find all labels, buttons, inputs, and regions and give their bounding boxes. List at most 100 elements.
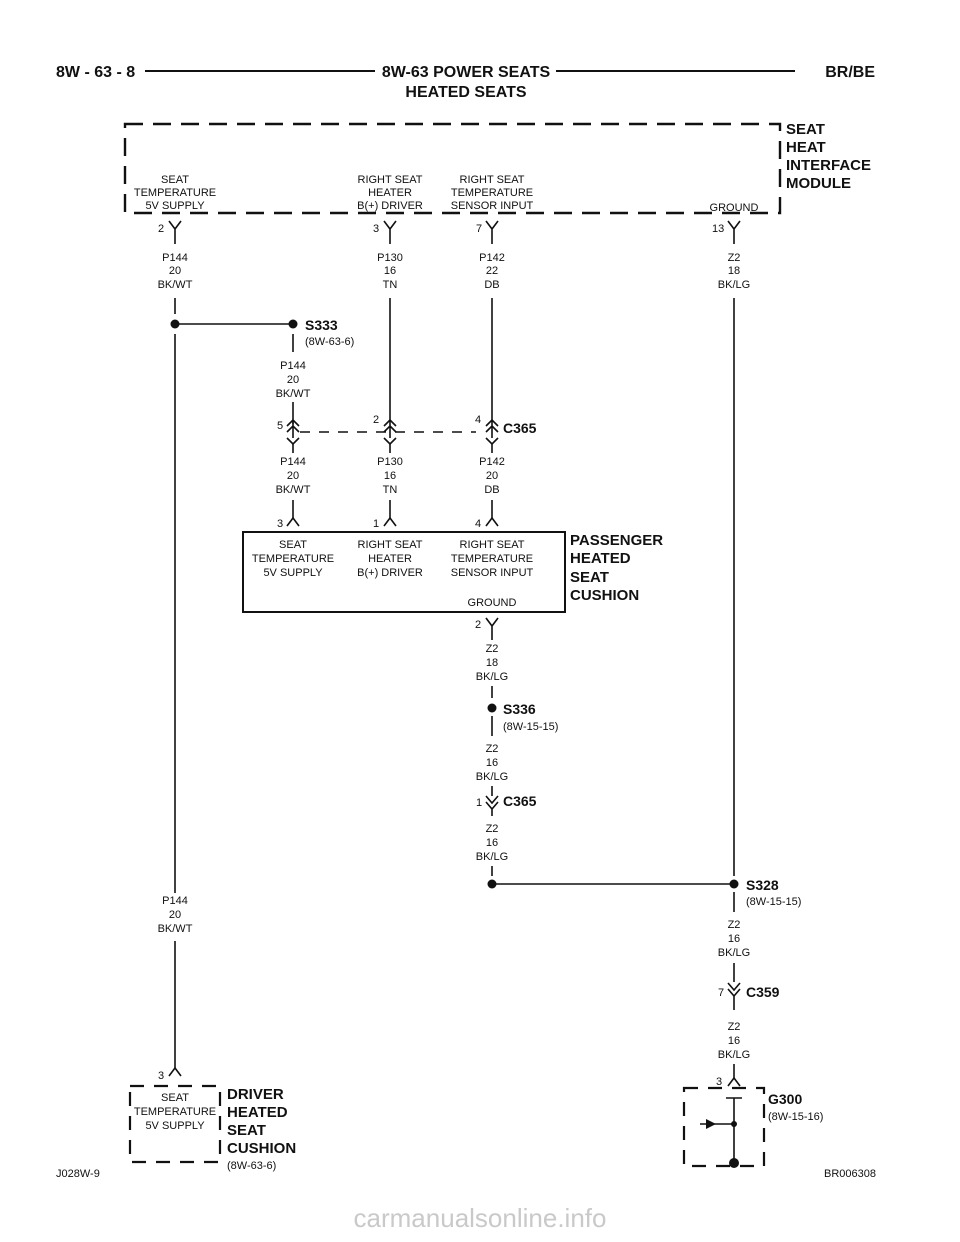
seat-heat-interface-module: SEAT HEAT INTERFACE MODULE SEAT TEMPERAT… [123, 121, 871, 215]
wire-label: 16 [384, 265, 396, 277]
wire-label: BK/WT [276, 388, 311, 400]
module-name-line: INTERFACE [786, 157, 871, 174]
wire-label: TN [383, 279, 398, 291]
connector-pin: 7 [718, 987, 724, 999]
ground-g300-ref: (8W-15-16) [768, 1111, 823, 1123]
wire-label: P144 [162, 895, 188, 907]
pin-label: SENSOR INPUT [451, 200, 534, 212]
wire-label: 18 [486, 657, 498, 669]
page-title-line1: 8W-63 POWER SEATS [382, 64, 551, 81]
wire-label: P130 [377, 252, 403, 264]
connector-pin: 5 [277, 420, 283, 432]
model-code: BR/BE [825, 64, 875, 81]
wire-label: 16 [486, 837, 498, 849]
pin-label: TEMPERATURE [252, 553, 334, 565]
pin-label: RIGHT SEAT [460, 174, 525, 186]
wire-label: BK/LG [476, 771, 508, 783]
passenger-heated-seat-cushion: PASSENGER HEATED SEAT CUSHION SEAT TEMPE… [242, 531, 663, 613]
wire-label: TN [383, 484, 398, 496]
splice-s336-ref: (8W-15-15) [503, 721, 558, 733]
wire-label: Z2 [486, 743, 499, 755]
wire-label: BK/WT [276, 484, 311, 496]
module-name-line: DRIVER [227, 1086, 284, 1103]
pin-label: SEAT [161, 1092, 189, 1104]
wire-label: 20 [287, 470, 299, 482]
ground-g300-name: G300 [768, 1091, 802, 1107]
splice-s328-dot [729, 879, 739, 889]
wire-label: Z2 [728, 919, 741, 931]
pin-number: 7 [476, 223, 482, 235]
mid-wire-labels: P144 20 BK/WT P130 16 TN P142 20 DB [276, 444, 505, 518]
connector-pin: 1 [476, 797, 482, 809]
interface-pins: 2 3 7 13 [158, 220, 741, 244]
wire-label: Z2 [728, 1021, 741, 1033]
splice-s333-ref: (8W-63-6) [305, 336, 354, 348]
driver-ref: (8W-63-6) [227, 1160, 276, 1172]
pin-label: HEATER [368, 187, 412, 199]
pin-label: GROUND [468, 597, 517, 609]
pin-label: TEMPERATURE [134, 187, 216, 199]
watermark: carmanualsonline.info [353, 1203, 607, 1233]
wire-label: P142 [479, 456, 505, 468]
pin-label: SEAT [161, 174, 189, 186]
wire-label: 20 [169, 265, 181, 277]
wire-label: 20 [486, 470, 498, 482]
page-title-line2: HEATED SEATS [405, 84, 527, 101]
connector-c365-name: C365 [503, 420, 537, 436]
wire-label: 16 [728, 933, 740, 945]
pin-number: 3 [158, 1070, 164, 1082]
module-name-line: SEAT [227, 1122, 266, 1139]
pin-label: HEATER [368, 553, 412, 565]
wire-label: 16 [728, 1035, 740, 1047]
splice-s333-name: S333 [305, 317, 338, 333]
driver-heated-seat-cushion: 3 SEAT TEMPERATURE 5V SUPPLY DRIVER HEAT… [128, 1066, 296, 1172]
module-name-line: CUSHION [570, 587, 639, 604]
pin-label: SENSOR INPUT [451, 567, 534, 579]
wire-label: DB [484, 279, 499, 291]
wire-label: P144 [280, 456, 306, 468]
wire-label: 20 [287, 374, 299, 386]
splice-s328-name: S328 [746, 877, 779, 893]
connector-pin: 2 [373, 414, 379, 426]
pin-number: 3 [716, 1076, 722, 1088]
pin-label: TEMPERATURE [134, 1106, 216, 1118]
wire-label: Z2 [486, 643, 499, 655]
wire-label: 16 [384, 470, 396, 482]
wire-label: BK/LG [718, 279, 750, 291]
pin-label: RIGHT SEAT [358, 539, 423, 551]
passenger-pins: 3 1 4 [277, 516, 499, 530]
splice-s336-dot [487, 703, 497, 713]
top-wire-labels: P144 20 BK/WT P130 16 TN P142 22 DB Z2 1… [158, 252, 751, 291]
pin-label: B(+) DRIVER [357, 200, 423, 212]
arrow-icon [706, 1119, 716, 1129]
module-name-line: MODULE [786, 175, 851, 192]
pin-number: 3 [373, 223, 379, 235]
wire-label: P144 [162, 252, 188, 264]
splice-s336-name: S336 [503, 701, 536, 717]
pin-label: RIGHT SEAT [358, 174, 423, 186]
wire-label: BK/LG [476, 671, 508, 683]
wire-label: P130 [377, 456, 403, 468]
splice-s333-dot [288, 319, 298, 329]
pin-label: 5V SUPPLY [263, 567, 323, 579]
pin-number: 13 [712, 223, 724, 235]
ground-g300: G300 (8W-15-16) [682, 1086, 823, 1168]
passenger-ground-circuit: 2 Z2 18 BK/LG S336 (8W-15-15) Z2 16 BK/L… [475, 617, 734, 889]
wire-label: P144 [280, 360, 306, 372]
page-header: 8W - 63 - 8 8W-63 POWER SEATS BR/BE HEAT… [56, 64, 875, 101]
pin-number: 2 [475, 619, 481, 631]
module-name-line: SEAT [786, 121, 825, 138]
module-name-line: SEAT [570, 569, 609, 586]
splice-s328-ref: (8W-15-15) [746, 896, 801, 908]
pin-label: 5V SUPPLY [145, 200, 205, 212]
module-name-line: HEATED [227, 1104, 288, 1121]
pin-number: 2 [158, 223, 164, 235]
pin-label: SEAT [279, 539, 307, 551]
wire-label: Z2 [728, 252, 741, 264]
ground-icon [729, 1158, 739, 1168]
wire-label: 18 [728, 265, 740, 277]
wire-label: DB [484, 484, 499, 496]
module-name-line: CUSHION [227, 1140, 296, 1157]
wire-label: 20 [169, 909, 181, 921]
